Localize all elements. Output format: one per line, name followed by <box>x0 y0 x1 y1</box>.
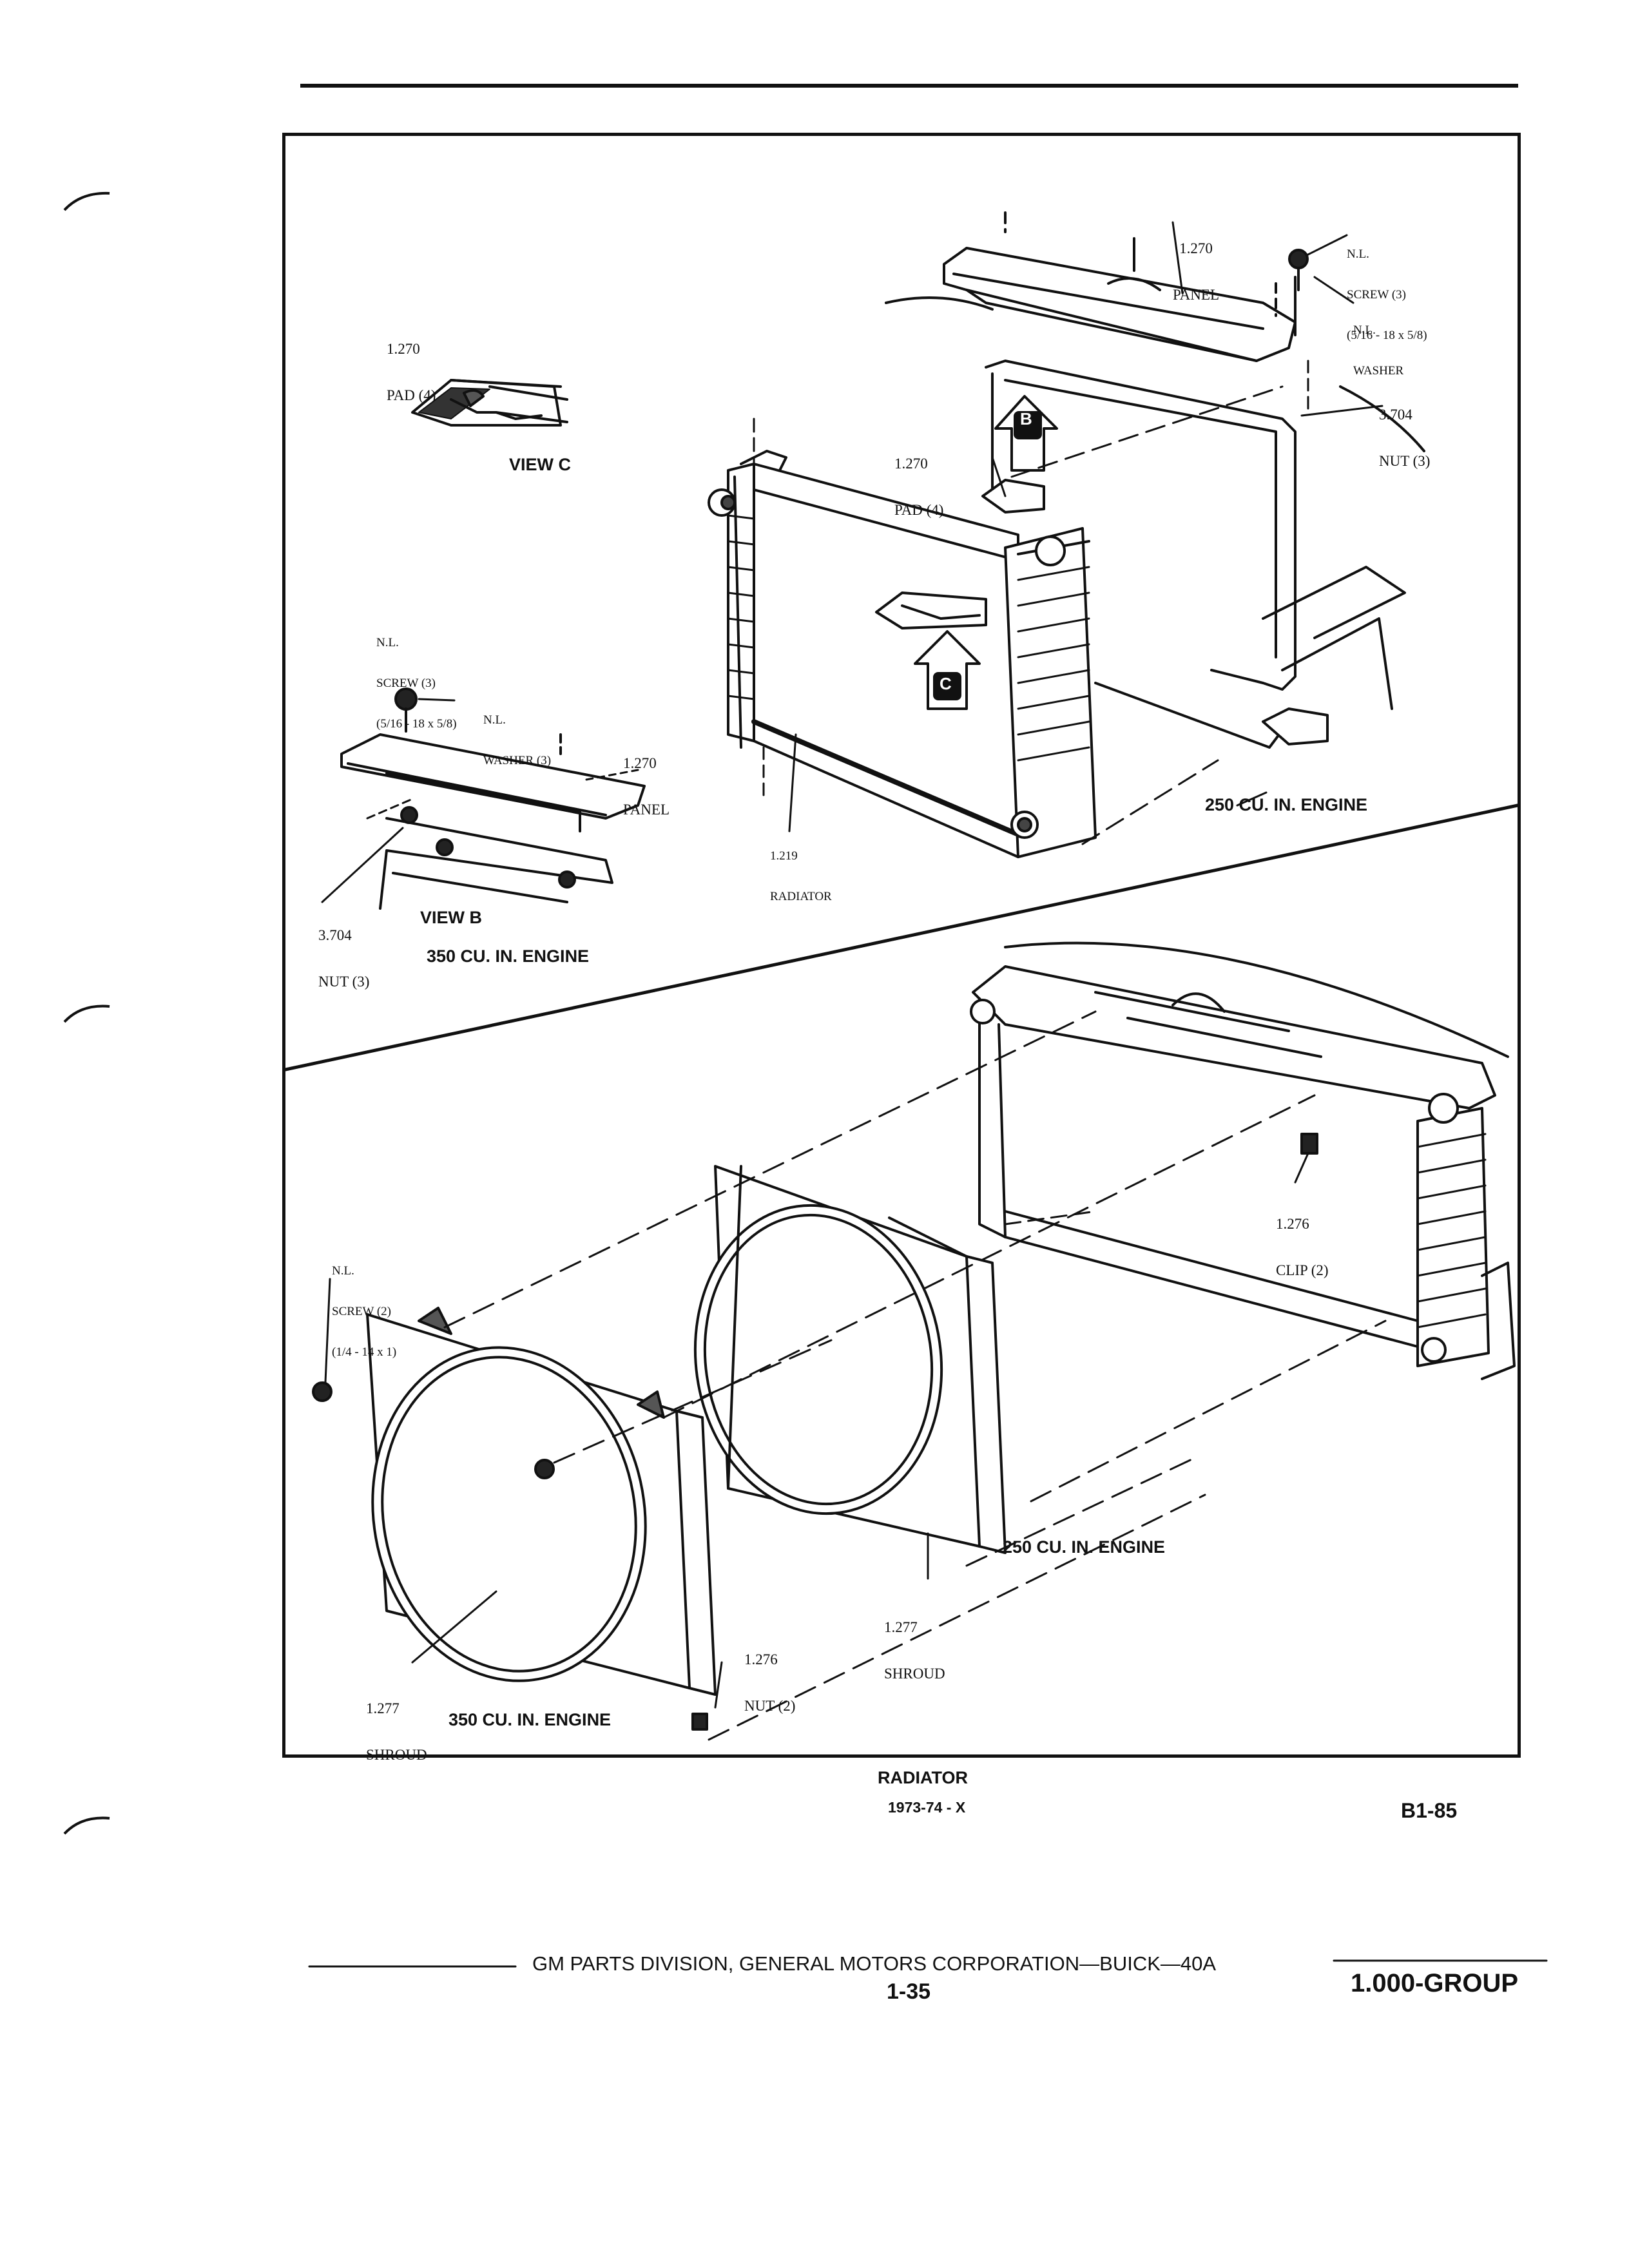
radiator-250-art <box>708 450 1097 858</box>
upper-screw-nl: N.L. <box>1347 247 1369 261</box>
lower-screw-label: SCREW (2) <box>332 1305 392 1318</box>
view-c-label: VIEW C <box>509 455 572 474</box>
view-b-nut-callout: 3.704 NUT (3) <box>318 897 369 1005</box>
nut-number: 1.276 <box>744 1651 778 1667</box>
section-divider <box>284 803 1519 1072</box>
diagram-frame <box>282 133 1521 1758</box>
view-b-screw-nl: N.L. <box>376 636 399 649</box>
lower-engine-250-label: 250 CU. IN. ENGINE <box>1003 1537 1166 1557</box>
view-b-washer-callout: N.L. WASHER (3) <box>483 686 551 781</box>
upper-pad-label: PAD (4) <box>894 502 944 518</box>
nut-label: NUT (2) <box>744 1698 796 1714</box>
shroud-250-label: SHROUD <box>884 1666 945 1682</box>
lower-screw-callout: N.L. SCREW (2) (1/4 - 14 x 1) <box>332 1237 396 1372</box>
upper-screw-callout: N.L. SCREW (3) (5/16 - 18 x 5/8) <box>1347 220 1427 356</box>
footer-publisher: GM PARTS DIVISION, GENERAL MOTORS CORPOR… <box>532 1952 1217 1975</box>
view-c-pad-number: 1.270 <box>387 341 420 357</box>
upper-washer-label: WASHER <box>1353 364 1404 378</box>
view-b-screw-label: SCREW (3) <box>376 677 436 690</box>
shroud-250-number: 1.277 <box>884 1619 918 1635</box>
binder-mark-3 <box>63 1816 110 1835</box>
view-b-nut-number: 3.704 <box>318 927 352 943</box>
upper-panel-art <box>885 211 1425 452</box>
upper-washer-nl: N.L. <box>1353 323 1376 337</box>
view-c-pad-callout: 1.270 PAD (4) <box>387 311 436 419</box>
view-b-panel-label: PANEL <box>623 802 670 818</box>
view-b-panel-art <box>321 687 646 910</box>
binder-mark-1 <box>63 191 110 211</box>
callout-b-art <box>994 395 1058 472</box>
view-b-label: VIEW B <box>420 908 483 927</box>
figure-number: B1-85 <box>1401 1799 1458 1822</box>
view-b-washer-nl: N.L. <box>483 713 506 727</box>
radiator-callout: 1.219 RADIATOR <box>770 822 832 917</box>
shroud-250-art <box>693 1165 1007 1554</box>
nut-callout: 1.276 NUT (2) <box>744 1621 795 1729</box>
upper-screw-label: SCREW (3) <box>1347 288 1407 302</box>
upper-nut-callout: 3.704 NUT (3) <box>1379 376 1430 485</box>
upper-engine-250-label: 250 CU. IN. ENGINE <box>1205 795 1368 814</box>
view-b-screw-callout: N.L. SCREW (3) (5/16 - 18 x 5/8) <box>376 609 457 744</box>
view-b-engine-label: 350 CU. IN. ENGINE <box>427 947 590 966</box>
radiator-label: RADIATOR <box>770 890 832 903</box>
binder-mark-2 <box>63 1004 110 1023</box>
clip-label: CLIP (2) <box>1276 1262 1329 1278</box>
upper-pad-callout: 1.270 PAD (4) <box>894 425 943 533</box>
upper-screw-size: (5/16 - 18 x 5/8) <box>1347 329 1427 342</box>
view-c-pad-label: PAD (4) <box>387 387 436 403</box>
callout-c-art <box>914 630 981 710</box>
lower-screw-nl: N.L. <box>332 1264 354 1278</box>
callout-c-letter: C <box>940 674 952 693</box>
footer-page-number: 1-35 <box>887 1979 931 2004</box>
radiator-number: 1.219 <box>770 849 798 863</box>
upper-leader-lines <box>753 221 1383 845</box>
top-rule <box>300 84 1518 88</box>
upper-screw-art <box>1288 249 1309 291</box>
lower-engine-350-label: 350 CU. IN. ENGINE <box>448 1710 612 1729</box>
lower-screw-size: (1/4 - 14 x 1) <box>332 1345 397 1359</box>
upper-panel-label: PANEL <box>1173 287 1219 303</box>
lower-leader-lines <box>324 1010 1387 1741</box>
upper-nut-label: NUT (3) <box>1379 453 1431 469</box>
upper-panel-callout: 1.270 PANEL <box>1173 210 1219 318</box>
view-b-screw-size: (5/16 - 18 x 5/8) <box>376 717 457 731</box>
view-b-washer-label: WASHER (3) <box>483 754 552 767</box>
upper-nut-number: 3.704 <box>1379 407 1412 423</box>
upper-pad-number: 1.270 <box>894 456 928 472</box>
upper-washer-callout: N.L. WASHER <box>1353 296 1403 391</box>
caption-years: 1973-74 - X <box>888 1799 966 1816</box>
shroud-250-callout: 1.277 SHROUD <box>884 1589 945 1697</box>
view-b-nut-label: NUT (3) <box>318 974 370 990</box>
view-b-panel-callout: 1.270 PANEL <box>623 725 670 833</box>
clip-callout: 1.276 CLIP (2) <box>1276 1186 1329 1294</box>
shroud-350-art <box>312 1307 717 1731</box>
clip-number: 1.276 <box>1276 1216 1309 1232</box>
radiator-pads-art <box>875 479 1329 745</box>
footer-group: 1.000-GROUP <box>1351 1969 1519 1997</box>
view-b-panel-number: 1.270 <box>623 755 657 771</box>
shroud-350-number: 1.277 <box>366 1700 400 1716</box>
shroud-350-callout: 1.277 SHROUD <box>366 1670 427 1778</box>
view-c-pad-art <box>411 379 568 427</box>
caption-title: RADIATOR <box>878 1768 968 1787</box>
callout-b-letter: B <box>1020 409 1032 428</box>
shroud-350-label: SHROUD <box>366 1747 427 1763</box>
upper-panel-number: 1.270 <box>1179 240 1213 256</box>
radiator-350-art <box>970 941 1516 1380</box>
